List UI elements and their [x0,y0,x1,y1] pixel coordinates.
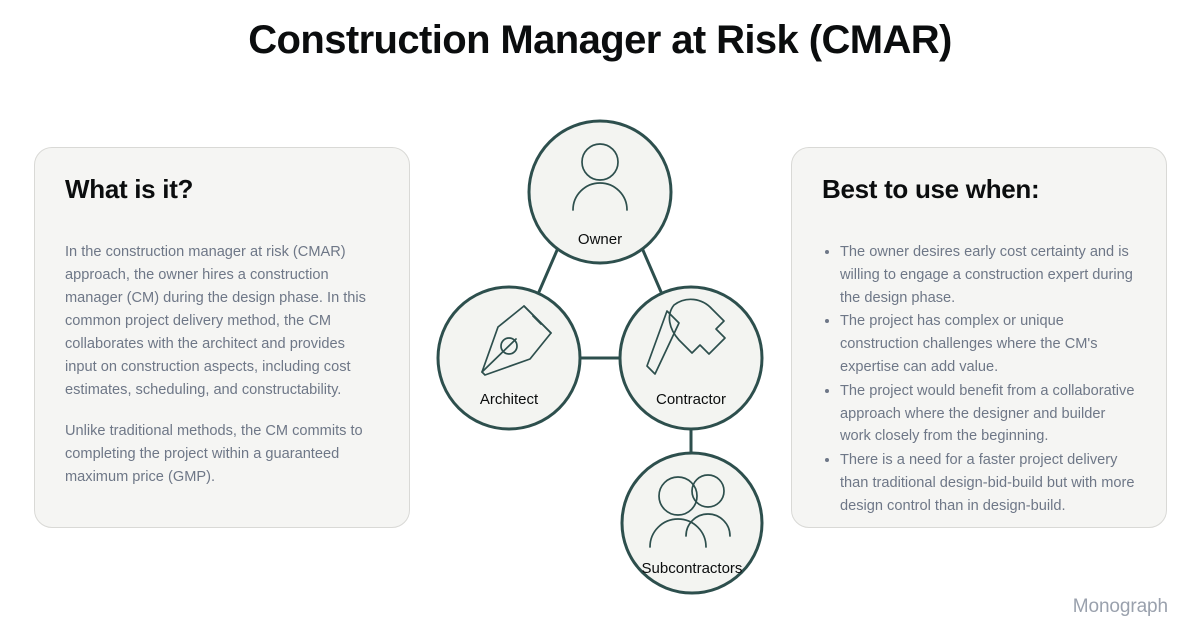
page-title: Construction Manager at Risk (CMAR) [248,18,952,62]
best-to-use-when-card: Best to use when: The owner desires earl… [791,147,1167,528]
list-item-text: There is a need for a faster project del… [840,452,1135,514]
list-item-text: The project has complex or unique constr… [840,313,1098,376]
right-card-heading: Best to use when: [822,174,1040,204]
list-item: There is a need for a faster project del… [822,449,1136,517]
list-item-text: The project would benefit from a collabo… [840,382,1135,445]
what-is-it-card: What is it? In the construction manager … [34,147,410,528]
bullet-dot-icon [825,388,829,393]
diagram-node-owner[interactable]: Owner [527,119,673,265]
left-card-heading: What is it? [65,174,194,204]
list-item-text: The owner desires early cost certainty a… [840,244,1133,306]
list-item: The owner desires early cost certainty a… [822,241,1136,309]
list-item: The project would benefit from a collabo… [822,380,1136,448]
diagram-node-contractor[interactable]: Contractor [618,285,764,431]
list-item: The project has complex or unique constr… [822,310,1136,378]
diagram-node-subcontractors-label: Subcontractors [642,560,743,577]
cmar-relationship-diagram: Owner Architect Contractor [420,100,800,610]
hammer-icon [646,298,726,375]
people-group-icon [649,474,731,548]
diagram-node-architect-label: Architect [480,391,539,408]
diagram-node-contractor-label: Contractor [656,391,726,408]
pen-nib-icon [481,305,552,376]
diagram-node-architect[interactable]: Architect [436,285,582,431]
diagram-node-subcontractors[interactable]: Subcontractors [620,451,764,595]
left-card-paragraph-2: Unlike traditional methods, the CM commi… [65,422,363,485]
diagram-node-owner-label: Owner [578,231,622,248]
monograph-brand-logo: Monograph [1072,596,1168,617]
bullet-dot-icon [825,250,829,255]
bullet-dot-icon [825,319,829,324]
left-card-paragraph-1: In the construction manager at risk (CMA… [65,244,366,399]
bullet-dot-icon [825,458,829,463]
person-icon [572,143,628,211]
best-use-bullet-list: The owner desires early cost certainty a… [822,241,1136,517]
